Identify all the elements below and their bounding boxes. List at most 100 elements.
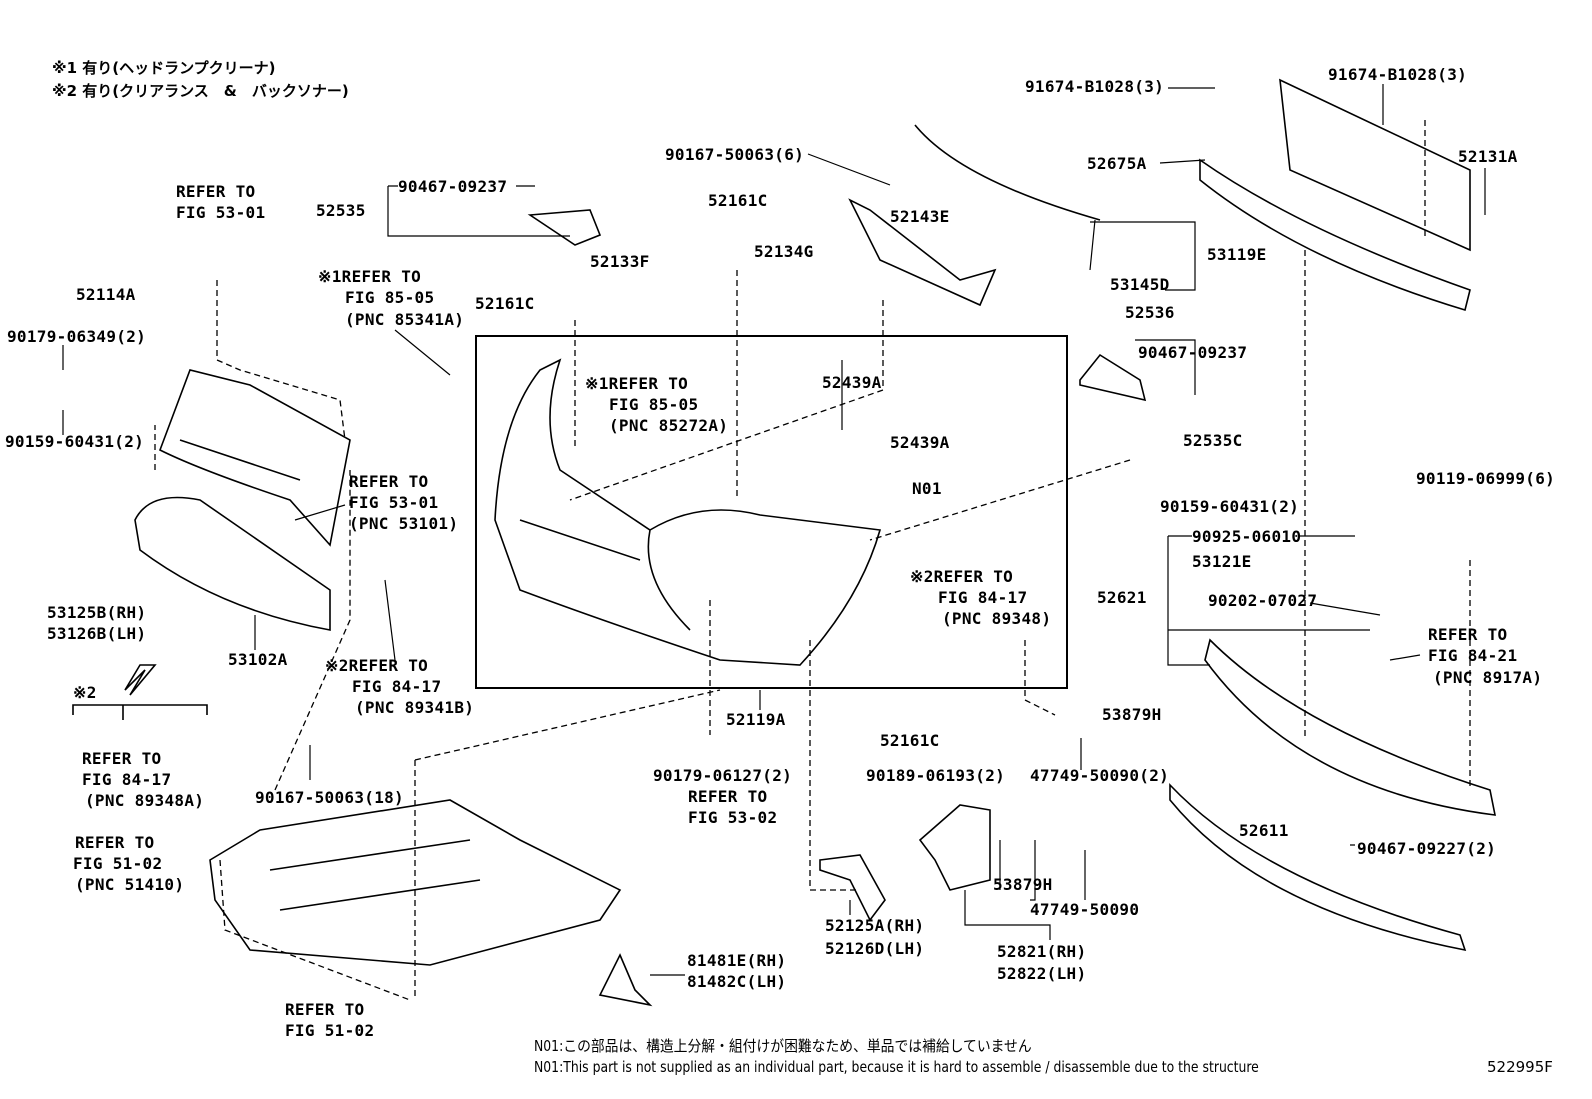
part-number-label: 52535C	[1183, 431, 1243, 450]
part-number-label: 52621	[1097, 588, 1147, 607]
reference-label: FIG 53-01	[349, 493, 439, 512]
part-number-label: 52119A	[726, 710, 786, 729]
reference-label: (PNC 89348)	[942, 609, 1052, 628]
reference-label: FIG 53-01	[176, 203, 266, 222]
legend-note-2: ※2 有り(クリアランス & バックソナー)	[52, 82, 349, 100]
part-number-label: 90202-07027	[1208, 591, 1318, 610]
part-number-label: 52439A	[890, 433, 950, 452]
reference-label: ※2	[73, 683, 97, 702]
reference-label: REFER TO	[82, 749, 162, 768]
note-japanese: N01:この部品は、構造上分解・組付けが困難なため、単品では補給していません	[534, 1037, 1032, 1055]
part-number-label: 52126D(LH)	[825, 939, 925, 958]
reference-label: ※2REFER TO	[325, 656, 429, 675]
part-number-label: 53879H	[1102, 705, 1162, 724]
part-number-label: 52161C	[880, 731, 940, 750]
lower-grille-53102A	[134, 496, 331, 631]
part-number-label: 52131A	[1458, 147, 1518, 166]
part-number-label: 81482C(LH)	[687, 972, 787, 991]
part-number-label: 53121E	[1192, 552, 1252, 571]
engine-under-cover	[209, 799, 622, 966]
part-number-label: 52611	[1239, 821, 1289, 840]
part-number-label: 52439A	[822, 373, 882, 392]
reference-label: FIG 84-21	[1428, 646, 1518, 665]
leader-lines	[62, 84, 1486, 976]
reference-label: (PNC 89348A)	[85, 791, 205, 810]
reference-label: ※1REFER TO	[585, 374, 689, 393]
reference-label: ※1REFER TO	[318, 267, 422, 286]
part-number-label: 90925-06010	[1192, 527, 1302, 546]
note-english: N01:This part is not supplied as an indi…	[534, 1058, 1259, 1076]
reference-label: (PNC 85341A)	[345, 310, 465, 329]
reference-label: REFER TO	[176, 182, 256, 201]
bumper-detail-box	[475, 335, 1068, 689]
reference-label: (PNC 85272A)	[609, 416, 729, 435]
part-number-label: 47749-50090	[1030, 900, 1140, 919]
reference-label: FIG 84-17	[352, 677, 442, 696]
reference-label: FIG 53-02	[688, 808, 778, 827]
part-number-label: 52133F	[590, 252, 650, 271]
part-number-label: 52134G	[754, 242, 814, 261]
part-number-label: 52675A	[1087, 154, 1147, 173]
part-number-label: 90159-60431(2)	[5, 432, 145, 451]
absorber-52611	[1169, 782, 1467, 952]
retainer-52143E	[848, 198, 997, 307]
bracket-52821	[918, 804, 991, 891]
part-number-label: 52535	[316, 201, 366, 220]
reference-label: REFER TO	[1428, 625, 1508, 644]
part-number-label: 90467-09237	[1138, 343, 1248, 362]
part-number-label: 81481E(RH)	[687, 951, 787, 970]
part-number-label: 52161C	[708, 191, 768, 210]
reference-label: FIG 51-02	[73, 854, 163, 873]
bracket-52536	[1079, 353, 1147, 402]
reference-label: (PNC 51410)	[75, 875, 185, 894]
part-number-label: 90467-09237	[398, 177, 508, 196]
spoiler-81481E	[598, 953, 653, 1007]
part-number-label: 90167-50063(6)	[665, 145, 805, 164]
part-number-label: 90179-06127(2)	[653, 766, 793, 785]
part-number-label: 52161C	[475, 294, 535, 313]
part-number-label: 53126B(LH)	[47, 624, 147, 643]
absorber-52675A	[1199, 158, 1471, 312]
front-bumper-cover-52119A	[494, 358, 882, 666]
bracket-52125A	[819, 854, 886, 922]
dashed-guides	[154, 120, 1471, 1001]
radiator-grille-52114A	[158, 369, 351, 547]
reference-label: FIG 51-02	[285, 1021, 375, 1040]
part-number-label: 53125B(RH)	[47, 603, 147, 622]
seal-53119E	[914, 124, 1101, 221]
part-number-label: 52821(RH)	[997, 942, 1087, 961]
bracket-52535	[527, 209, 602, 246]
figure-code: 522995F	[1487, 1058, 1553, 1076]
reference-label: N01	[912, 479, 942, 498]
bracket-line	[72, 704, 208, 720]
reference-label: FIG 85-05	[609, 395, 699, 414]
reference-label: FIG 84-17	[938, 588, 1028, 607]
part-number-label: 90119-06999(6)	[1416, 469, 1556, 488]
part-number-label: 90467-09227(2)	[1357, 839, 1497, 858]
part-number-label: 52822(LH)	[997, 964, 1087, 983]
legend-note-1: ※1 有り(ヘッドランプクリーナ)	[52, 59, 276, 77]
reference-label: FIG 84-17	[82, 770, 172, 789]
part-number-label: 52114A	[76, 285, 136, 304]
part-number-label: 91674-B1028(3)	[1025, 77, 1165, 96]
part-number-label: 52536	[1125, 303, 1175, 322]
arrow-up-icon	[124, 664, 157, 696]
reference-label: FIG 85-05	[345, 288, 435, 307]
reference-label: REFER TO	[688, 787, 768, 806]
part-number-label: 90167-50063(18)	[255, 788, 404, 807]
reference-label: (PNC 8917A)	[1433, 668, 1543, 687]
part-number-label: 91674-B1028(3)	[1328, 65, 1468, 84]
part-number-label: 53879H	[993, 875, 1053, 894]
reference-label: ※2REFER TO	[910, 567, 1014, 586]
reinforcement-52131A	[1279, 78, 1471, 252]
absorber-52621	[1204, 638, 1497, 816]
reference-label: REFER TO	[285, 1000, 365, 1019]
reference-label: REFER TO	[349, 472, 429, 491]
part-number-label: 47749-50090(2)	[1030, 766, 1170, 785]
part-number-label: 53102A	[228, 650, 288, 669]
reference-label: (PNC 89341B)	[355, 698, 475, 717]
part-number-label: 52143E	[890, 207, 950, 226]
reference-label: REFER TO	[75, 833, 155, 852]
